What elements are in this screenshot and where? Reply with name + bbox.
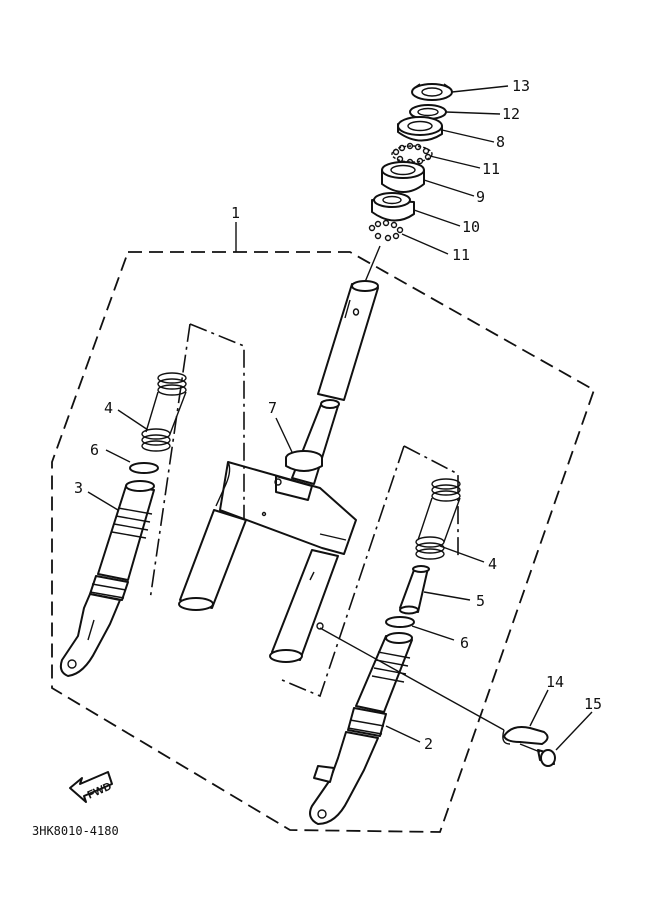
callout-12: 12 (502, 105, 520, 123)
bearing-race-10 (371, 192, 415, 222)
locknut-13 (411, 83, 453, 101)
spring-4-right (415, 478, 461, 560)
guide-left (149, 323, 245, 601)
spring-4-left (141, 372, 187, 452)
callout-4-right: 4 (488, 555, 497, 573)
leader-lines (87, 85, 593, 751)
callout-4-left: 4 (104, 399, 113, 417)
clip-14 (502, 726, 549, 745)
guide-right (281, 445, 459, 698)
callout-10: 10 (462, 218, 480, 236)
callout-6-left: 6 (90, 441, 99, 459)
callout-11-top: 11 (482, 160, 500, 178)
inner-tube-right (269, 549, 339, 663)
washer-6-left (129, 462, 159, 474)
ball-bearing-11-top (391, 142, 433, 166)
under-bracket (215, 461, 357, 555)
callout-11-bottom: 11 (452, 246, 470, 264)
diagram-code: 3HK8010-4180 (32, 824, 119, 838)
callout-7: 7 (268, 399, 277, 417)
outer-tube-2 (309, 632, 413, 825)
clip-lead-line (319, 627, 505, 731)
damper-5 (399, 565, 430, 615)
callout-14: 14 (546, 673, 564, 691)
callout-8: 8 (496, 133, 505, 151)
washer-6-right (385, 616, 415, 628)
assembly-boundary (51, 251, 596, 833)
bearing-stack (364, 83, 453, 283)
bearing-race-9 (381, 161, 425, 193)
callout-3: 3 (74, 479, 83, 497)
bearing-race-8 (397, 116, 443, 142)
callout-13: 13 (512, 77, 530, 95)
stem-collar-7 (285, 450, 323, 472)
callout-2: 2 (424, 735, 433, 753)
bolt-15 (519, 743, 556, 767)
callout-1: 1 (231, 204, 240, 222)
fwd-arrow: FWD (69, 771, 114, 803)
callout-15: 15 (584, 695, 602, 713)
inner-tube-left (178, 509, 247, 611)
callout-9: 9 (476, 188, 485, 206)
outer-tube-3 (59, 480, 155, 677)
ball-bearing-11-bottom (368, 219, 404, 242)
callout-6-right: 6 (460, 634, 469, 652)
callout-5: 5 (476, 592, 485, 610)
callouts: 1 2 3 4 4 5 6 6 7 8 9 10 11 11 12 13 14 … (74, 77, 602, 753)
